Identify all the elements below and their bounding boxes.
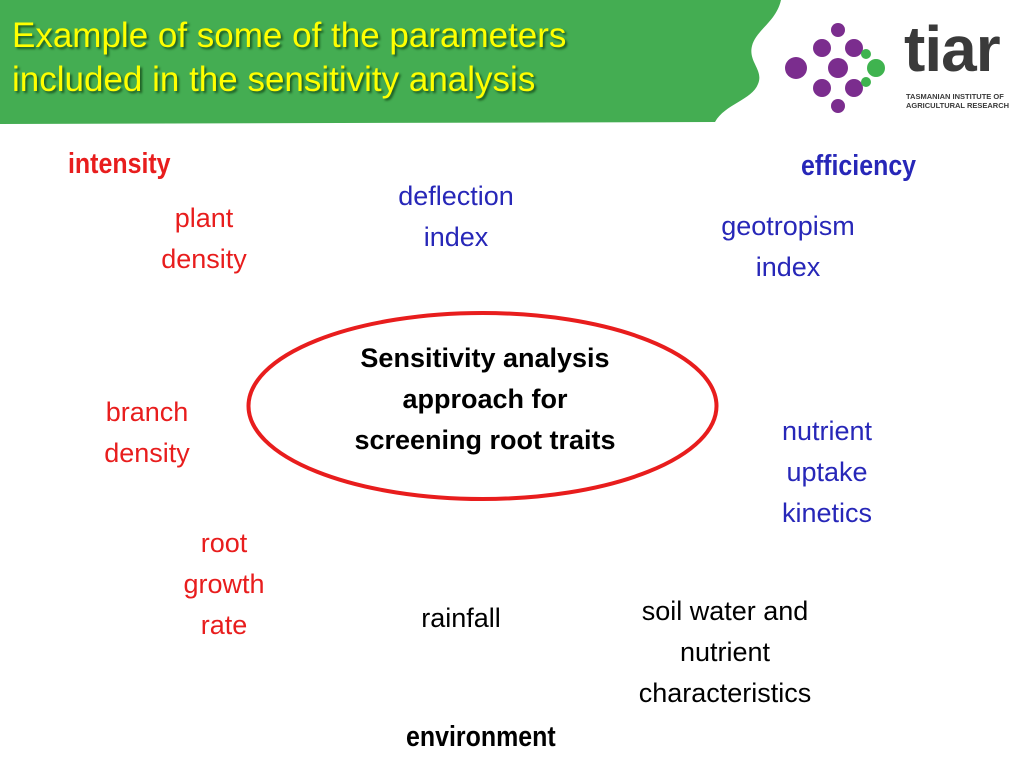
param-geotropism-index: geotropism index xyxy=(688,206,888,288)
slide-title-line: Example of some of the parameters xyxy=(12,16,567,55)
center-ellipse xyxy=(246,311,719,501)
param-line: density xyxy=(104,438,190,468)
param-line: plant xyxy=(174,203,234,233)
logo-subtitle-line: TASMANIAN INSTITUTE OF xyxy=(906,92,1004,101)
tiar-logo: tiar TASMANIAN INSTITUTE OF AGRICULTURAL… xyxy=(778,13,1018,118)
category-environment: environment xyxy=(406,721,556,753)
slide-title: Example of some of the parameters includ… xyxy=(12,14,692,102)
center-label-line: approach for xyxy=(402,384,568,414)
center-label-line: screening root traits xyxy=(354,425,616,455)
param-line: geotropism xyxy=(721,211,855,241)
param-line: kinetics xyxy=(781,498,873,528)
param-rainfall: rainfall xyxy=(386,598,536,639)
param-line: rate xyxy=(200,610,248,640)
header-banner xyxy=(0,0,781,124)
param-soil-water-nutrient: soil water and nutrient characteristics xyxy=(590,591,860,714)
category-efficiency: efficiency xyxy=(801,150,917,182)
param-line: nutrient xyxy=(781,416,873,446)
center-label: Sensitivity analysis approach for screen… xyxy=(290,338,680,461)
param-nutrient-uptake-kinetics: nutrient uptake kinetics xyxy=(747,411,907,534)
param-line: deflection xyxy=(398,181,514,211)
logo-subtitle-line: AGRICULTURAL RESEARCH xyxy=(906,101,1010,110)
param-line: root xyxy=(200,528,248,558)
param-branch-density: branch density xyxy=(67,392,227,474)
logo-subtitle: TASMANIAN INSTITUTE OF AGRICULTURAL RESE… xyxy=(906,92,1016,110)
param-root-growth-rate: root growth rate xyxy=(144,523,304,646)
param-line: index xyxy=(755,252,821,282)
header-green-shape xyxy=(0,0,781,124)
param-deflection-index: deflection index xyxy=(366,176,546,258)
param-line: index xyxy=(423,222,489,252)
center-label-line: Sensitivity analysis xyxy=(360,343,610,373)
logo-wordmark: tiar xyxy=(904,13,1001,85)
param-line: characteristics xyxy=(638,678,812,708)
param-plant-density: plant density xyxy=(124,198,284,280)
param-line: rainfall xyxy=(421,603,501,633)
category-intensity: intensity xyxy=(68,148,171,180)
param-line: soil water and xyxy=(641,596,809,626)
param-line: uptake xyxy=(786,457,868,487)
tiar-logo-icon xyxy=(785,23,885,113)
param-line: density xyxy=(161,244,247,274)
param-line: growth xyxy=(183,569,265,599)
slide-title-line: included in the sensitivity analysis xyxy=(12,60,536,99)
center-ellipse-outline xyxy=(246,311,719,501)
param-line: nutrient xyxy=(679,637,771,667)
param-line: branch xyxy=(105,397,189,427)
